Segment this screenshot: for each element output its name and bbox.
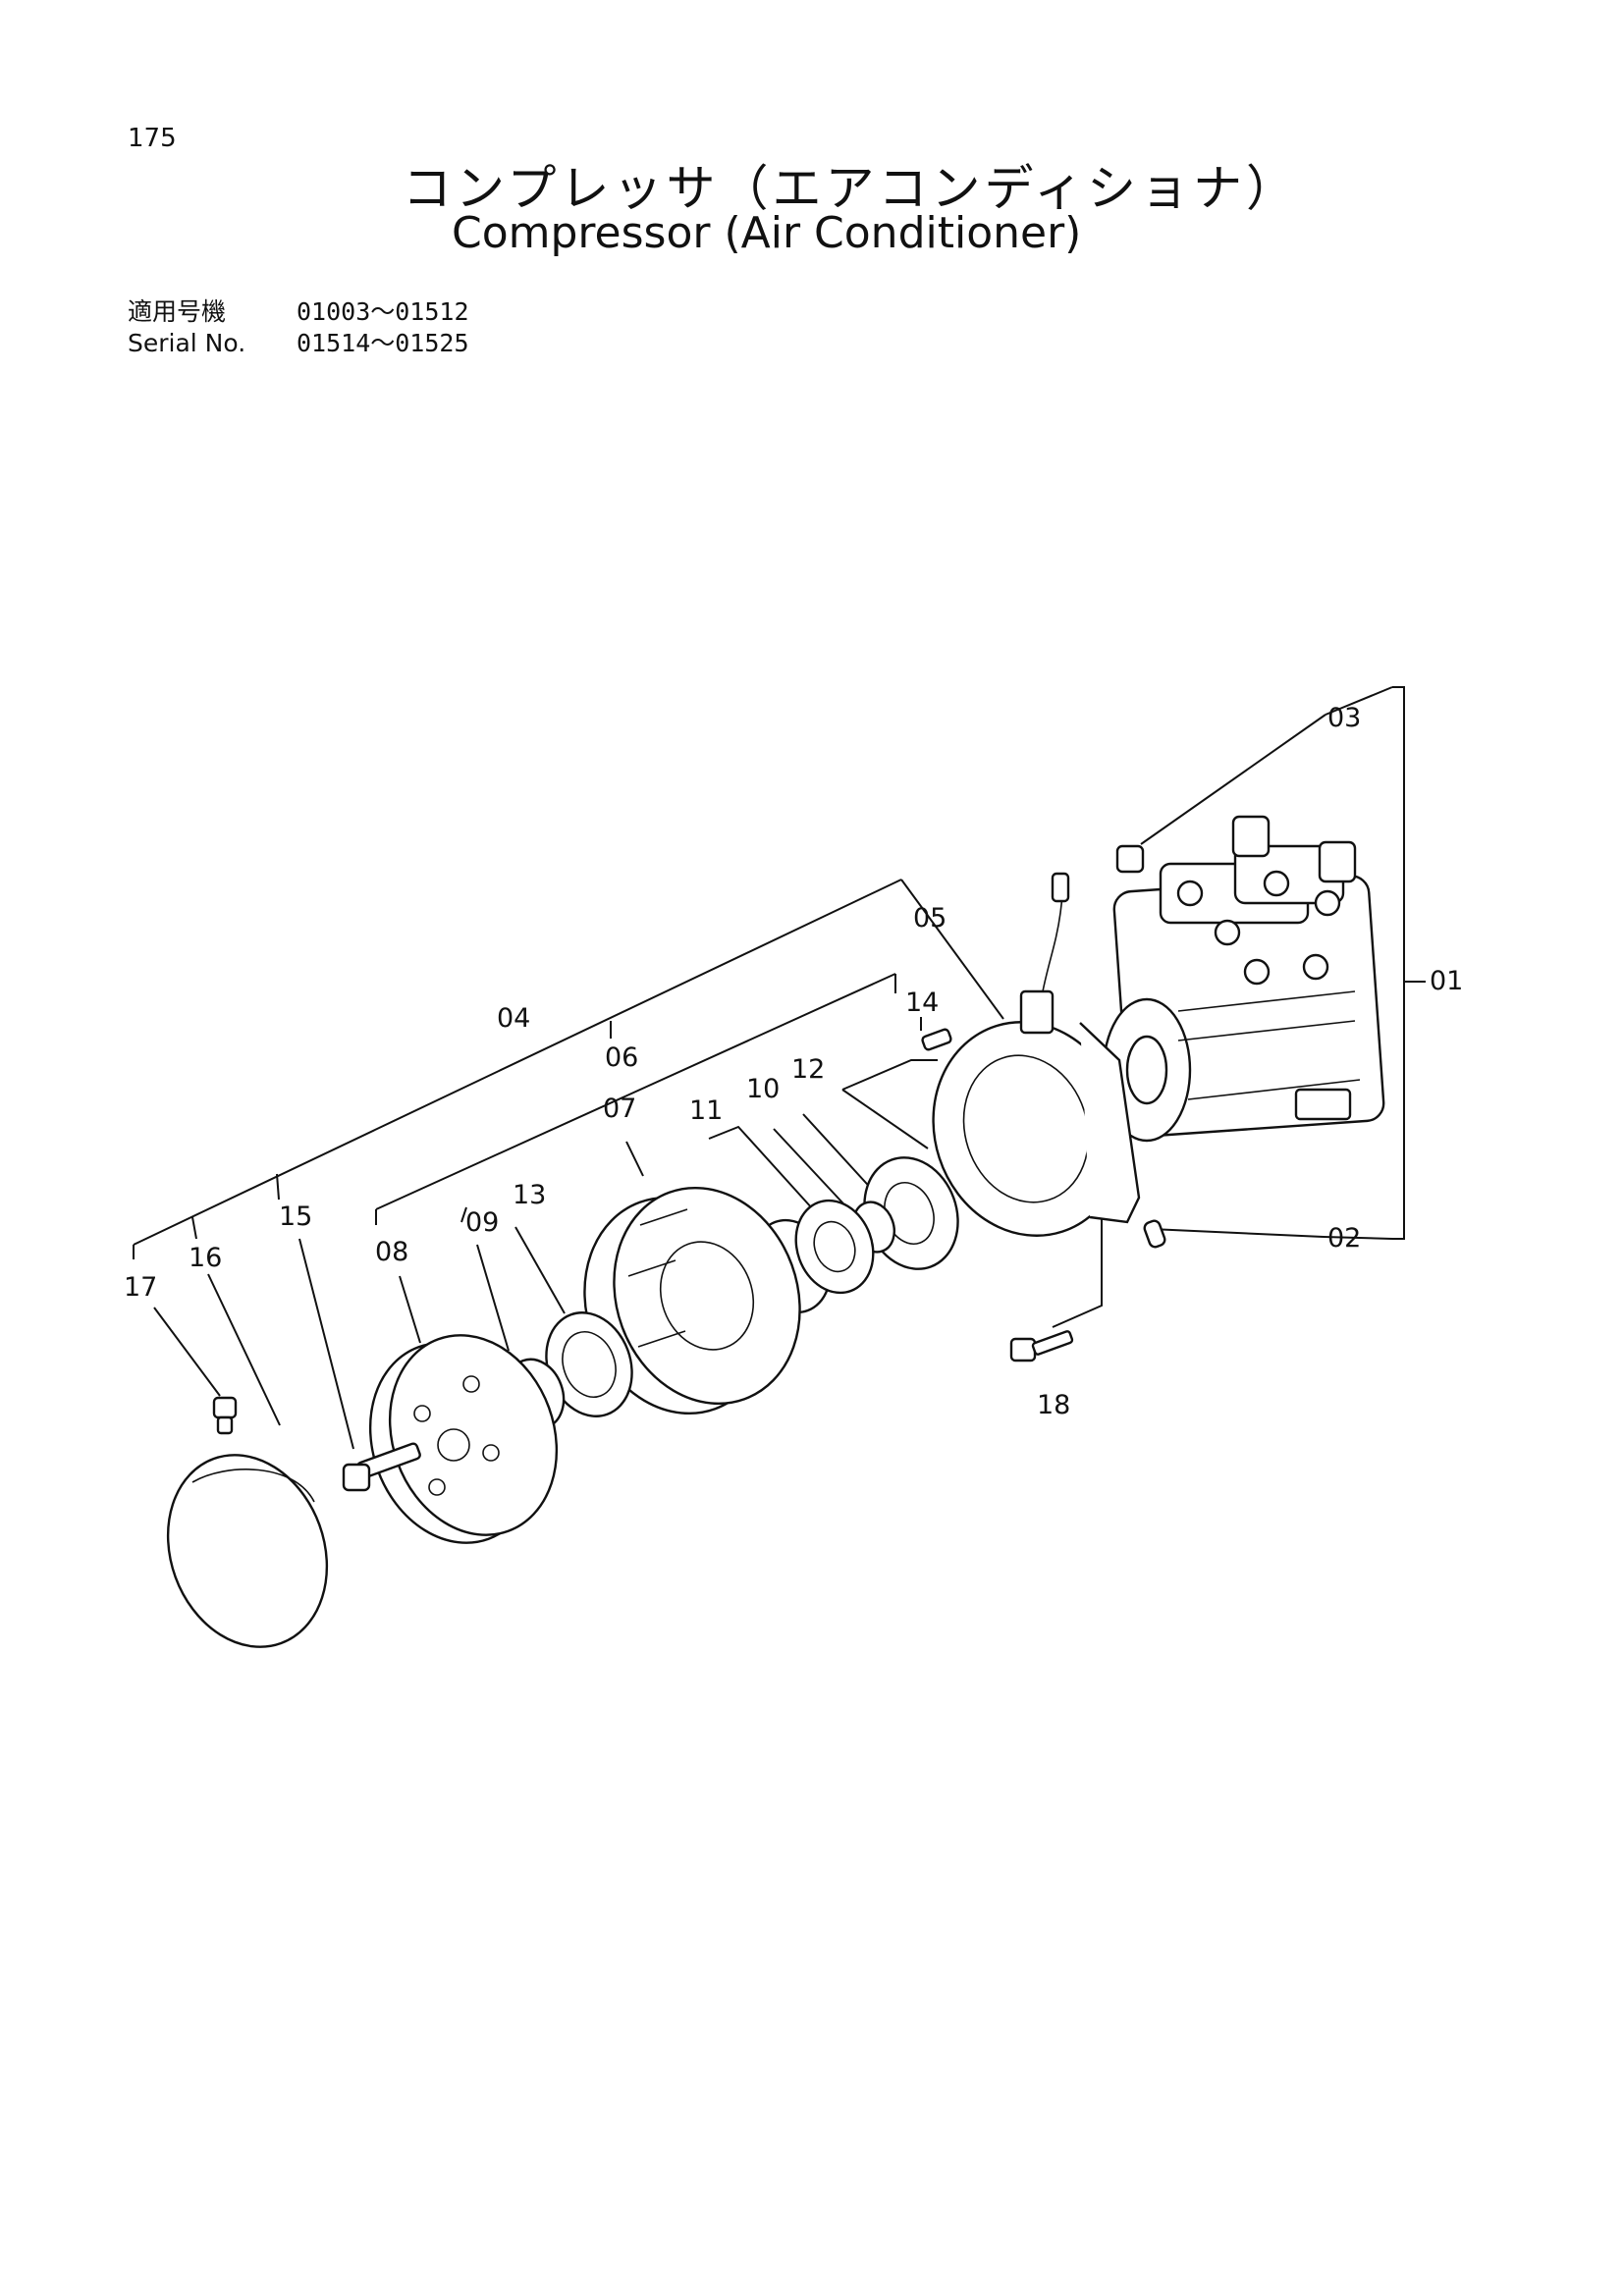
callout-10: 10 [746, 1074, 780, 1104]
page-title-english: Compressor (Air Conditioner) [452, 208, 1082, 258]
callout-12: 12 [791, 1054, 825, 1085]
callout-03: 03 [1327, 703, 1361, 733]
part-key [1143, 1219, 1166, 1249]
callout-18: 18 [1037, 1390, 1070, 1420]
part-service-valve-cap [1115, 844, 1145, 874]
part-pulley-07 [583, 1186, 801, 1415]
serial-label-japanese: 適用号機 [128, 297, 227, 326]
part-bolt-15 [342, 1442, 421, 1492]
callout-05: 05 [913, 903, 947, 934]
callouts: 01 02 03 04 05 06 07 08 09 10 11 12 13 1… [124, 703, 1463, 1420]
part-bolt-17 [212, 1396, 238, 1435]
serial-ranges: 01003～01512 01514～01525 [297, 296, 469, 359]
part-cover-16 [166, 1454, 329, 1648]
part-bolt-18 [1009, 1330, 1074, 1362]
callout-07: 07 [603, 1094, 636, 1124]
callout-01: 01 [1430, 966, 1463, 996]
page-title-japanese: コンプレッサ（エアコンディショナ） [403, 160, 1299, 217]
callout-02: 02 [1327, 1223, 1361, 1254]
leader-lines [133, 686, 1426, 1450]
page-number: 175 [128, 124, 177, 153]
callout-14: 14 [905, 988, 939, 1018]
serial-label-english: Serial No. [128, 329, 246, 357]
part-clutch-plate-08 [368, 1334, 559, 1544]
callout-06: 06 [605, 1042, 638, 1073]
callout-16: 16 [189, 1243, 222, 1273]
part-bolt-14 [921, 1028, 952, 1051]
callout-15: 15 [279, 1201, 312, 1232]
callout-04: 04 [497, 1003, 530, 1034]
serial-range-2: 01514～01525 [297, 329, 469, 357]
serial-labels: 適用号機 Serial No. [128, 296, 245, 359]
callout-13: 13 [513, 1180, 546, 1210]
callout-09: 09 [465, 1207, 499, 1238]
serial-range-1: 01003～01512 [297, 297, 469, 326]
part-compressor-body [1102, 815, 1385, 1143]
callout-17: 17 [124, 1272, 157, 1303]
callout-11: 11 [689, 1095, 723, 1126]
callout-08: 08 [375, 1237, 408, 1267]
part-field-coil [932, 872, 1141, 1237]
